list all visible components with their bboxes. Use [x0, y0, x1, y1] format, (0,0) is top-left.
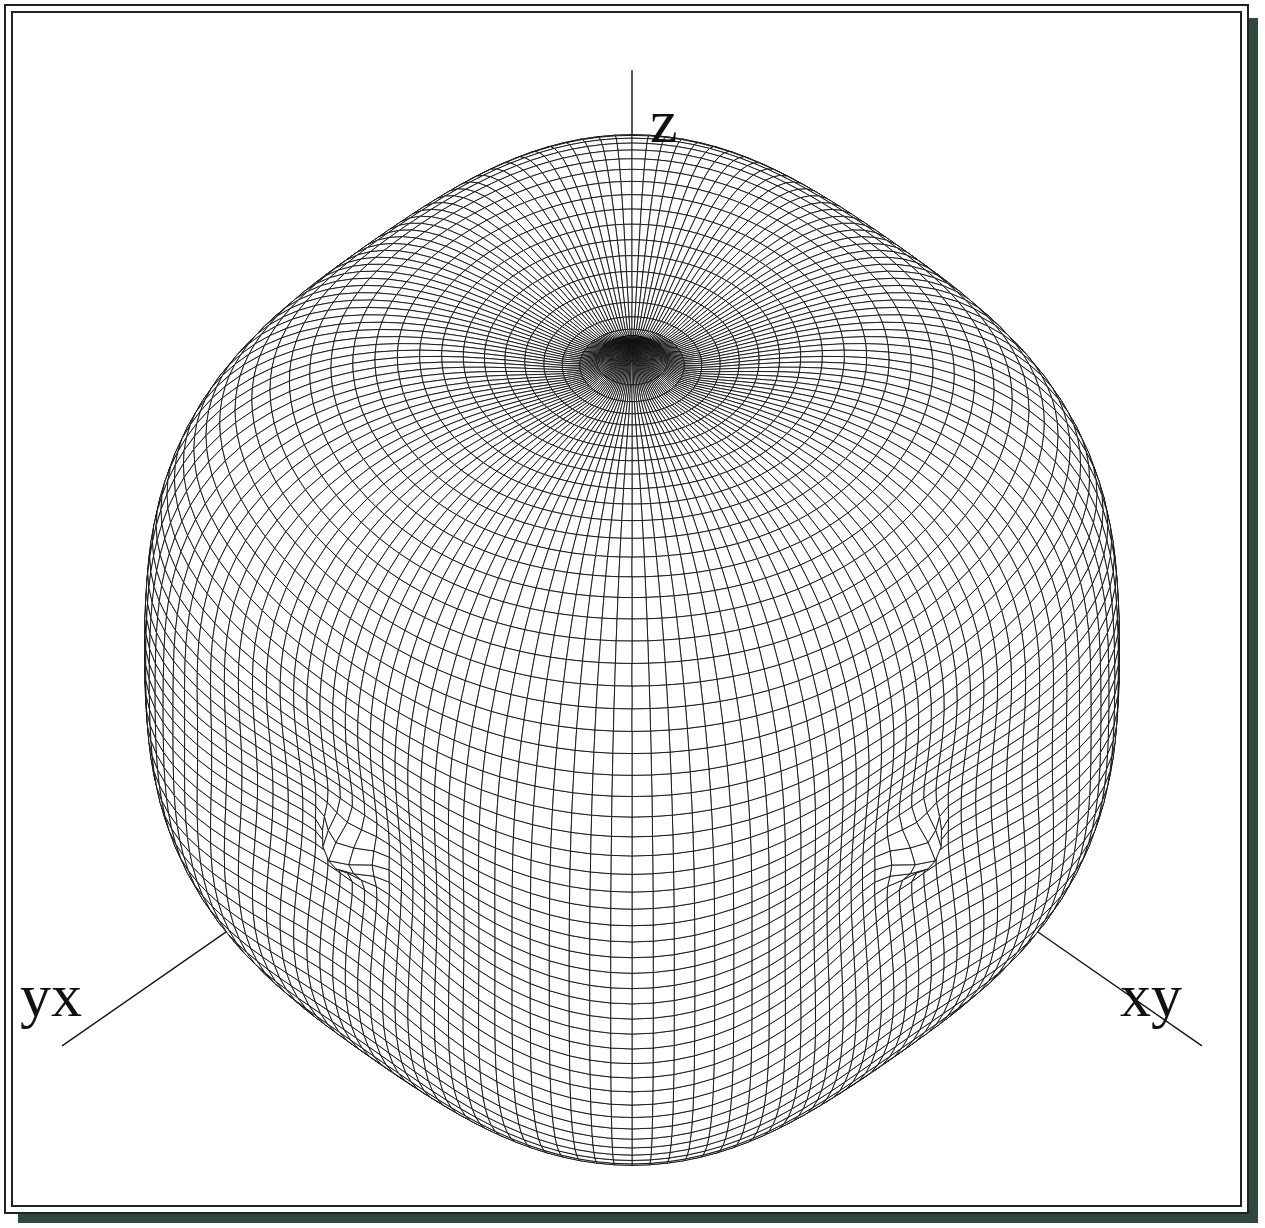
- figure-stage: zyxxy: [0, 0, 1265, 1228]
- surface-illustration: [0, 0, 1265, 1228]
